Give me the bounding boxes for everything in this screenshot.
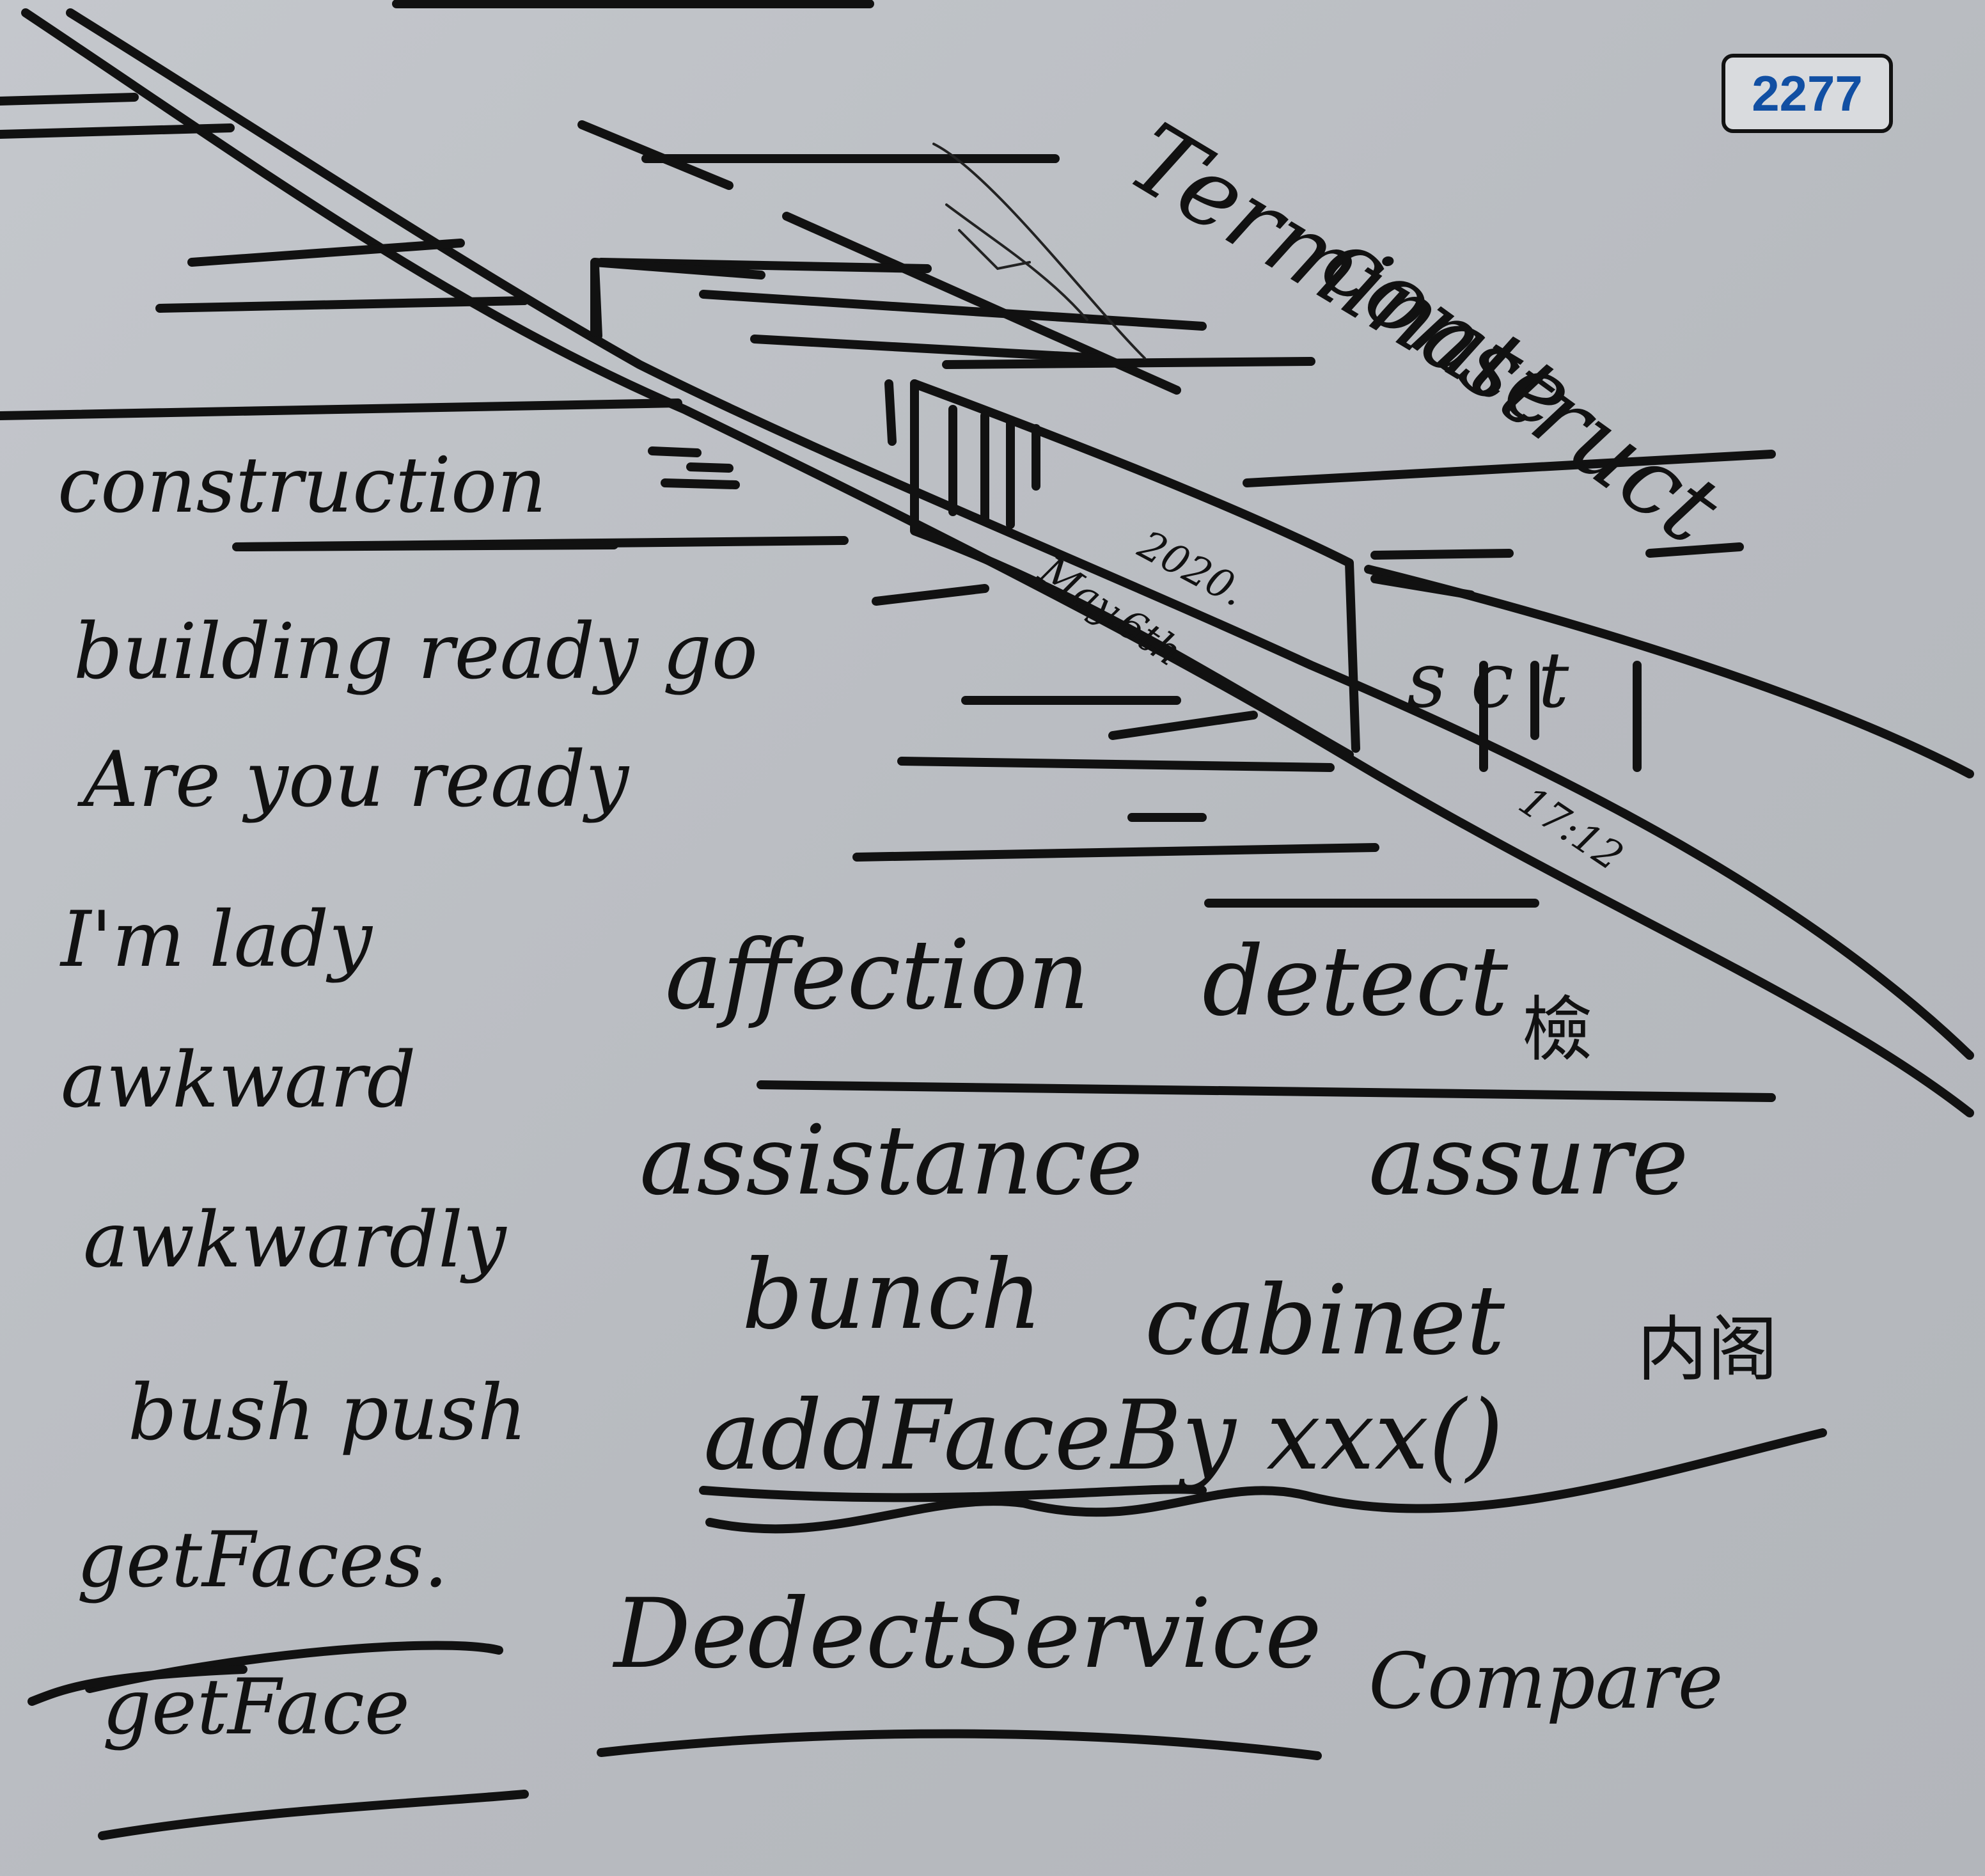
code-dedect-service: DedectService <box>614 1579 1322 1690</box>
word-assure: assure <box>1369 1105 1689 1217</box>
code-get-faces: getFaces. <box>77 1516 448 1605</box>
underline <box>98 1790 529 1840</box>
street-line <box>942 357 1315 369</box>
street-line <box>0 398 682 420</box>
block-edge <box>910 379 1360 753</box>
page-number-badge: 2277 <box>1722 54 1893 133</box>
underline <box>597 1729 1322 1760</box>
street-line <box>577 120 734 190</box>
word-affection: affection <box>665 920 1090 1031</box>
word-cabinet: cabinet <box>1145 1265 1505 1376</box>
block-corner <box>590 258 765 337</box>
street-line <box>750 335 1104 363</box>
underline <box>235 540 618 551</box>
street-line <box>699 290 1207 331</box>
word-building: building ready go <box>74 608 758 697</box>
street-line <box>648 446 702 457</box>
word-bush-push: bush push <box>128 1369 528 1458</box>
street-line <box>1370 574 1475 599</box>
block-bottom <box>910 379 1354 759</box>
scribble <box>945 203 1088 321</box>
street-line <box>187 239 465 267</box>
word-compare: Compare <box>1369 1637 1723 1726</box>
word-are-you-ready: Are you ready <box>83 736 629 824</box>
street-line <box>1108 711 1258 740</box>
code-add-face: addFaceBy xxx() <box>703 1380 1504 1492</box>
street-line <box>897 757 1335 772</box>
underline <box>699 1485 1207 1502</box>
street-line <box>757 1080 1776 1102</box>
street-line <box>661 478 740 489</box>
street-line <box>852 843 1379 862</box>
street-line <box>1243 450 1776 487</box>
street-line <box>686 462 734 473</box>
word-construction: construction <box>58 441 547 530</box>
cjk-detect-char: 檢 <box>1522 989 1592 1071</box>
street-stub <box>884 379 897 446</box>
word-im-lady: I'm lady <box>61 895 372 984</box>
code-get-face: getFace <box>102 1663 410 1752</box>
street-line <box>1645 542 1744 558</box>
word-bunch: bunch <box>742 1240 1042 1351</box>
street-line <box>155 296 529 313</box>
street-line <box>0 123 235 139</box>
cjk-cabinet-chars: 内阁 <box>1637 1309 1778 1391</box>
wavy-underline <box>705 1428 1827 1534</box>
word-detect: detect <box>1202 926 1509 1037</box>
street-line <box>1370 549 1514 560</box>
street-line <box>0 93 139 106</box>
scribble <box>932 143 1146 359</box>
word-awkward: awkward <box>61 1036 416 1125</box>
word-awkwardly: awkwardly <box>83 1196 506 1285</box>
word-assistance: assistance <box>639 1105 1143 1217</box>
sign-letters: s c t <box>1407 636 1569 725</box>
street-line <box>872 584 989 606</box>
scribble <box>958 229 1031 271</box>
underline <box>27 1665 247 1706</box>
